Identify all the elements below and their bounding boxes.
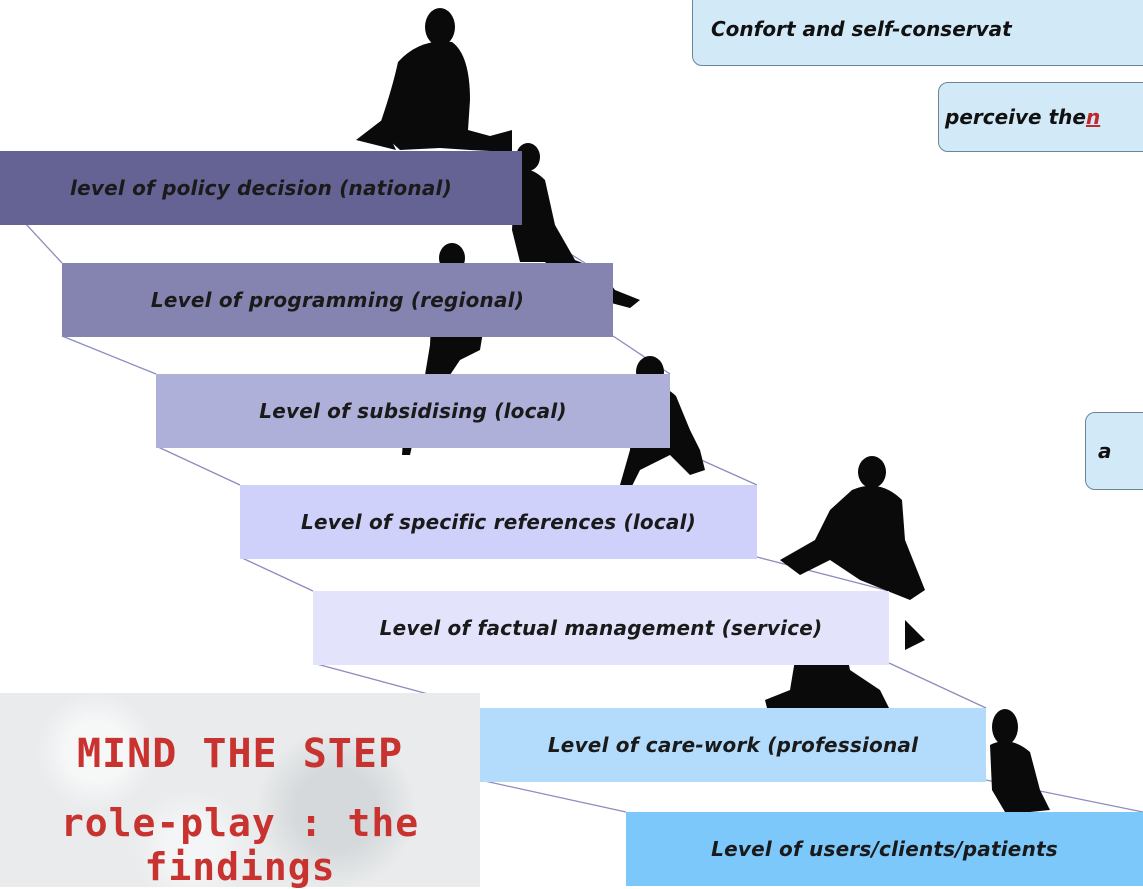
callout-third: a [1085, 412, 1143, 490]
connector-line [479, 779, 627, 813]
callout-comfort: Confort and self-conservat [692, 0, 1143, 66]
connector-line [239, 556, 314, 592]
person-silhouette [990, 709, 1050, 812]
callout-comfort-text: Confort and self-conservat [711, 17, 1012, 41]
step-label: level of policy decision (national) [70, 176, 452, 200]
step-label: Level of specific references (local) [301, 510, 696, 534]
step-programming: Level of programming (regional) [62, 263, 613, 337]
person-silhouette [780, 456, 925, 650]
step-label: Level of users/clients/patients [711, 837, 1058, 861]
connector-line [155, 445, 241, 486]
step-label: Level of programming (regional) [150, 288, 525, 312]
connector-line [61, 335, 157, 375]
step-label: Level of subsidising (local) [259, 399, 567, 423]
step-care-work: Level of care-work (professional [480, 708, 986, 782]
step-users-clients: Level of users/clients/patients [626, 812, 1143, 886]
step-policy-decision: level of policy decision (national) [0, 151, 522, 225]
connector-line [756, 556, 890, 592]
callout-perceive-text: perceive the [945, 105, 1086, 129]
title-subtitle: role-play : the findings [60, 801, 420, 889]
step-specific-references: Level of specific references (local) [240, 485, 757, 559]
callout-third-text: a [1098, 439, 1112, 463]
step-factual-management: Level of factual management (service) [313, 591, 889, 665]
title-main: MIND THE STEP [76, 731, 404, 777]
step-subsidising: Level of subsidising (local) [156, 374, 670, 448]
callout-perceive: perceive the n [938, 82, 1143, 152]
step-label: Level of factual management (service) [379, 616, 823, 640]
step-label: Level of care-work (professional [547, 733, 919, 757]
connector-line [888, 662, 987, 709]
person-silhouette [356, 8, 512, 152]
title-panel: MIND THE STEP role-play : the findings [0, 693, 480, 889]
person-silhouette [512, 143, 640, 308]
callout-perceive-highlight: n [1085, 105, 1101, 129]
